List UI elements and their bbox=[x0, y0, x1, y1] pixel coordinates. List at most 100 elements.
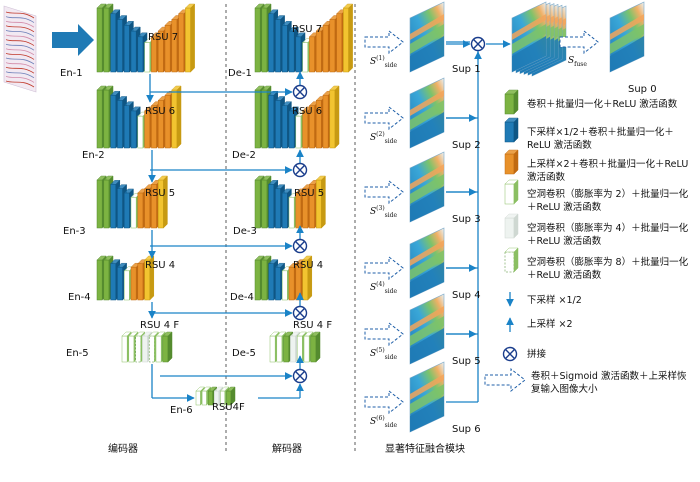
side-output-label-3: S(3)side bbox=[370, 205, 398, 219]
encoder-rsu-3 bbox=[96, 175, 169, 229]
legend-bar bbox=[504, 179, 519, 205]
side-output-arrow-3 bbox=[364, 179, 404, 205]
sup-label-6: Sup 6 bbox=[452, 424, 481, 435]
legend-swatch-green bbox=[504, 89, 519, 115]
input-image bbox=[3, 5, 37, 93]
encoder-stage-label-5: En-5 bbox=[66, 348, 89, 359]
legend-text-green: 卷积＋批量归一化＋ReLU 激活函数 bbox=[527, 99, 678, 110]
side-output-label-2: S(2)side bbox=[370, 131, 398, 145]
decoder-stage-label-5: De-5 bbox=[232, 348, 256, 359]
decoder-footer: 解码器 bbox=[272, 444, 302, 455]
layer-bar-y bbox=[301, 255, 313, 301]
side-output-map-2 bbox=[409, 77, 445, 149]
layer-bar-g bbox=[225, 386, 236, 406]
input-arrow bbox=[52, 24, 94, 56]
side-output-arrow-6 bbox=[364, 389, 404, 415]
legend-bar bbox=[504, 89, 519, 115]
legend-bar bbox=[504, 149, 519, 175]
side-output-label-1: S(1)side bbox=[370, 55, 398, 69]
legend-text-dil2: 空洞卷积（膨胀率为 2）＋批量归一化＋ReLU 激活函数 bbox=[527, 189, 689, 213]
side-output-label-6: S(6)side bbox=[370, 415, 398, 429]
side-output-arrow-2 bbox=[364, 105, 404, 131]
side-output-map-5 bbox=[409, 293, 445, 365]
layer-bar-y bbox=[329, 85, 340, 149]
encoder-rsu-2 bbox=[96, 85, 182, 149]
layer-bar-g bbox=[162, 331, 173, 363]
legend-text-up: 上采样 ×2 bbox=[527, 319, 573, 330]
legend-text-concat: 拼接 bbox=[527, 349, 547, 360]
encoder-stage-label-6: En-6 bbox=[170, 405, 193, 416]
decoder-rsu-5 bbox=[269, 331, 321, 363]
sup-label-5: Sup 5 bbox=[452, 356, 481, 367]
legend-swatch-dil8 bbox=[504, 247, 519, 273]
decoder-rsu-3 bbox=[254, 175, 327, 229]
legend-text-blue: 下采样×1/2＋卷积＋批量归一化＋ReLU 激活函数 bbox=[527, 127, 674, 151]
layer-bar-y bbox=[184, 3, 196, 73]
sup-label-1: Sup 1 bbox=[452, 64, 481, 75]
decoder-rsu-1 bbox=[254, 3, 354, 73]
encoder-footer: 编码器 bbox=[108, 444, 138, 455]
encoder-stage-label-2: En-2 bbox=[82, 150, 105, 161]
concat-icon-3 bbox=[292, 238, 308, 254]
decoder-rsu-2 bbox=[254, 85, 340, 149]
sup-label-4: Sup 4 bbox=[452, 290, 481, 301]
legend-text-down: 下采样 ×1/2 bbox=[527, 295, 582, 306]
legend-text-dil4: 空洞卷积（膨胀率为 4）＋批量归一化＋ReLU 激活函数 bbox=[527, 223, 689, 247]
encoder-rsu-6 bbox=[195, 386, 236, 406]
legend-swatch-orange bbox=[504, 149, 519, 175]
fuse-label: Sfuse bbox=[568, 56, 587, 68]
decoder-rsu-label-4: RSU 4 bbox=[293, 260, 324, 271]
encoder-rsu-label-6: RSU4F bbox=[212, 402, 245, 413]
concat-icon-2 bbox=[292, 162, 308, 178]
decoder-stage-label-4: De-4 bbox=[230, 292, 254, 303]
layer-bar-g bbox=[310, 331, 321, 363]
legend-swatch-dil2 bbox=[504, 179, 519, 205]
fuse-arrow bbox=[559, 29, 599, 55]
legend-bar bbox=[504, 247, 519, 273]
encoder-rsu-label-3: RSU 5 bbox=[145, 188, 176, 199]
stacked-map-1 bbox=[511, 1, 547, 73]
encoder-rsu-4 bbox=[96, 255, 155, 301]
encoder-rsu-label-1: RSU 7 bbox=[148, 32, 179, 43]
side-output-arrow-4 bbox=[364, 255, 404, 281]
layer-bar-y bbox=[157, 175, 169, 229]
layer-bar-y bbox=[315, 175, 327, 229]
sup-label-2: Sup 2 bbox=[452, 140, 481, 151]
decoder-stage-label-1: De-1 bbox=[228, 68, 252, 79]
encoder-rsu-5 bbox=[121, 331, 173, 363]
decoder-rsu-label-3: RSU 5 bbox=[294, 188, 325, 199]
final-output-map bbox=[609, 1, 645, 73]
concat-icon-1 bbox=[292, 84, 308, 100]
decoder-stage-label-2: De-2 bbox=[232, 150, 256, 161]
legend-bar bbox=[504, 117, 519, 143]
side-output-arrow-1 bbox=[364, 29, 404, 55]
concat-icon-4 bbox=[292, 305, 308, 321]
final-output-label: Sup 0 bbox=[628, 84, 657, 95]
side-output-map-4 bbox=[409, 227, 445, 299]
concat-icon-5 bbox=[292, 368, 308, 384]
encoder-stage-label-1: En-1 bbox=[60, 68, 83, 79]
decoder-rsu-label-5: RSU 4 F bbox=[293, 320, 333, 331]
encoder-stage-label-3: En-3 bbox=[63, 226, 86, 237]
legend-swatch-blue bbox=[504, 117, 519, 143]
side-output-arrow-5 bbox=[364, 321, 404, 347]
decoder-rsu-4 bbox=[254, 255, 313, 301]
layer-bar-y bbox=[171, 85, 182, 149]
encoder-stage-label-4: En-4 bbox=[68, 292, 91, 303]
legend-swatch-concat bbox=[502, 346, 518, 362]
layer-bar-y bbox=[342, 3, 354, 73]
fusion-concat-icon bbox=[470, 36, 486, 52]
legend-text-side: 卷积＋Sigmoid 激活函数＋上采样恢复输入图像大小 bbox=[531, 371, 687, 395]
decoder-stage-label-3: De-3 bbox=[233, 226, 257, 237]
side-output-label-4: S(4)side bbox=[370, 281, 398, 295]
legend-text-dil8: 空洞卷积（膨胀率为 8）＋批量归一化＋ReLU 激活函数 bbox=[527, 257, 689, 281]
legend-swatch-side bbox=[484, 367, 526, 393]
decoder-rsu-label-2: RSU 6 bbox=[292, 106, 323, 117]
side-output-map-1 bbox=[409, 1, 445, 73]
sup-label-3: Sup 3 bbox=[452, 214, 481, 225]
side-output-map-3 bbox=[409, 151, 445, 223]
encoder-rsu-label-4: RSU 4 bbox=[145, 260, 176, 271]
side-output-label-5: S(5)side bbox=[370, 347, 398, 361]
